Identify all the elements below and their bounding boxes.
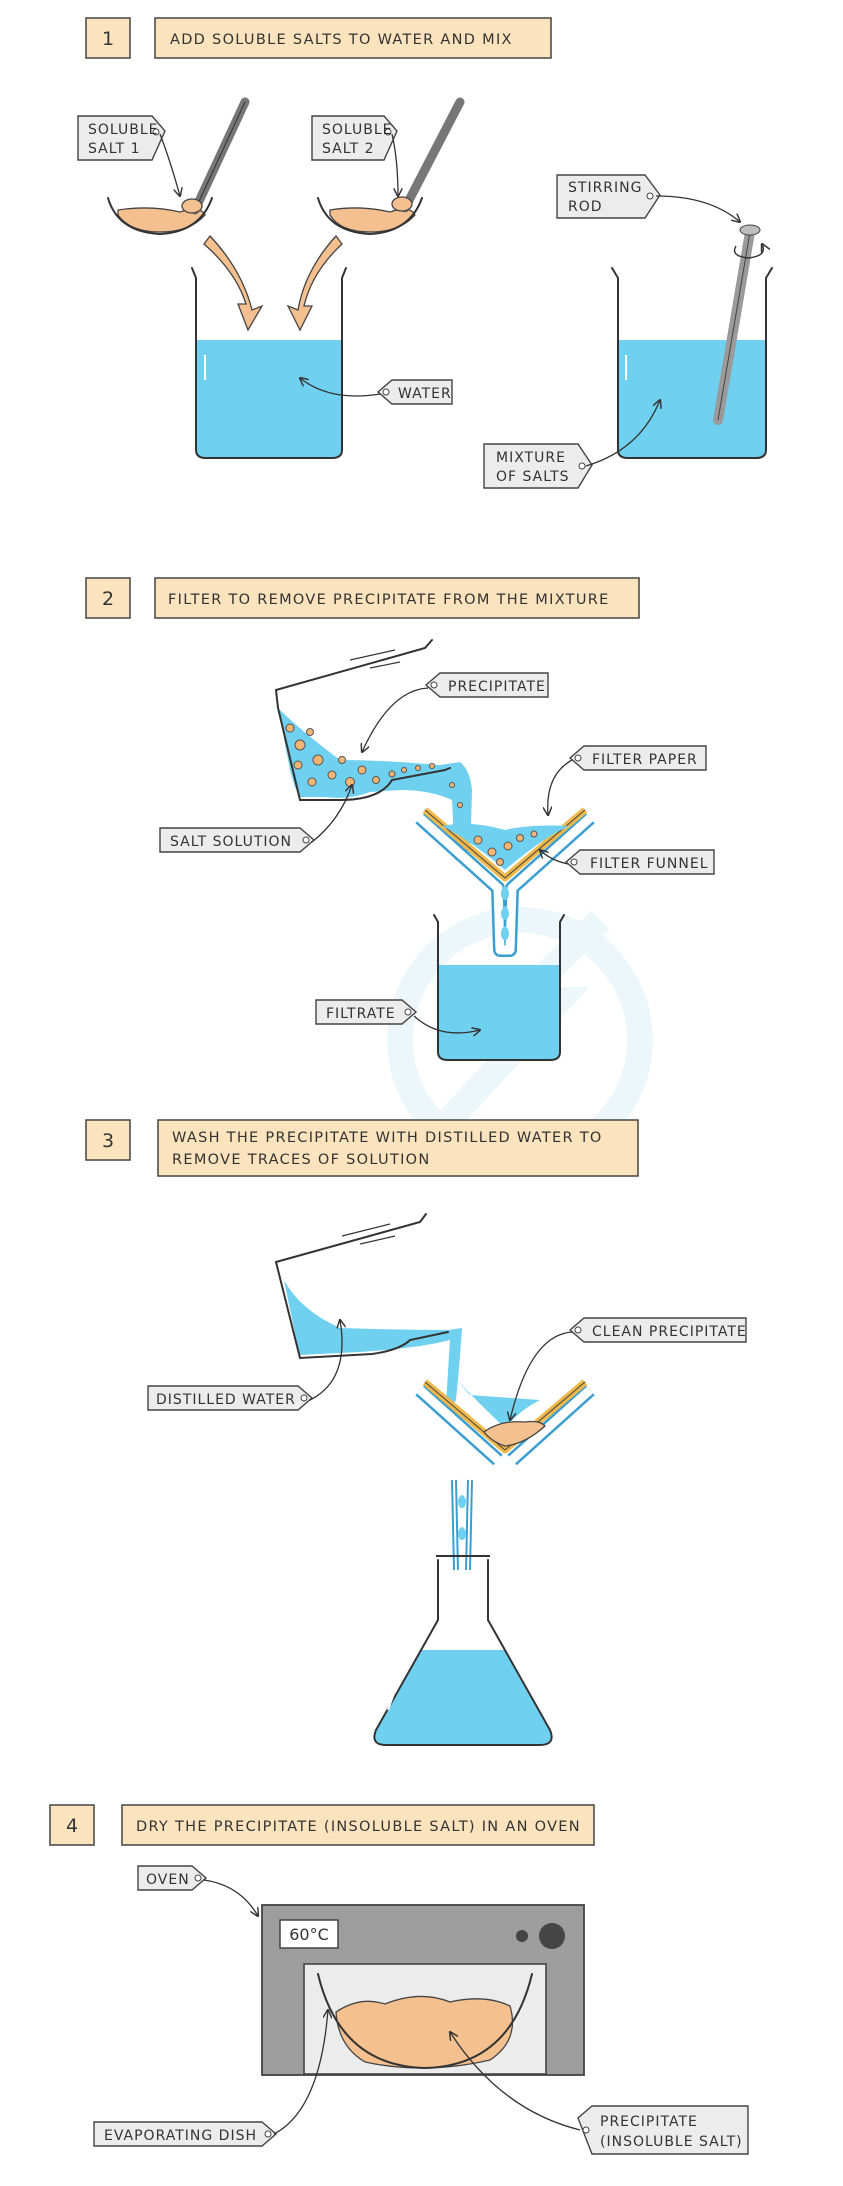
step-3-text-line2: REMOVE TRACES OF SOLUTION	[172, 1152, 431, 1168]
distilled-water-fill	[284, 1280, 462, 1420]
beaker-water	[191, 267, 347, 459]
pouring-beaker-2	[275, 1213, 462, 1420]
evaporating-dish-outline	[317, 1973, 533, 2070]
svg-text:SOLUBLE: SOLUBLE	[88, 122, 159, 138]
step-1-number-box	[85, 17, 131, 59]
svg-text:OF SALTS: OF SALTS	[496, 469, 570, 485]
conical-flask	[373, 1479, 553, 1746]
step-2-text: FILTER TO REMOVE PRECIPITATE FROM THE MI…	[168, 592, 610, 608]
pour-arrow-1	[203, 234, 264, 332]
label-clean-precipitate: CLEAN PRECIPITATE	[510, 1317, 747, 1420]
svg-text:OVEN: OVEN	[146, 1872, 190, 1888]
oven-knob-small[interactable]	[516, 1930, 528, 1942]
label-filter-funnel: FILTER FUNNEL	[540, 850, 715, 875]
label-soluble-salt-1: SOLUBLE SALT 1	[77, 115, 180, 196]
beaker-mixture	[611, 267, 773, 459]
step-2-header: 2 FILTER TO REMOVE PRECIPITATE FROM THE …	[85, 577, 640, 619]
dish-salt-1	[107, 97, 250, 236]
oven-temperature: 60°C	[289, 1925, 329, 1944]
step-4-number: 4	[66, 1815, 78, 1837]
pour-arrow-2	[286, 234, 343, 332]
label-distilled-water: DISTILLED WATER	[147, 1320, 342, 1411]
svg-text:(INSOLUBLE SALT): (INSOLUBLE SALT)	[600, 2134, 743, 2150]
salt-solution-fill	[278, 708, 472, 860]
svg-text:DISTILLED WATER: DISTILLED WATER	[156, 1392, 296, 1408]
dish-salt-2	[317, 97, 465, 236]
label-evaporating-dish: EVAPORATING DISH	[93, 2010, 328, 2147]
svg-text:PRECIPITATE: PRECIPITATE	[448, 679, 546, 695]
step-1-number: 1	[102, 28, 114, 50]
step-4-number-box	[49, 1804, 95, 1846]
step-4-header: 4 DRY THE PRECIPITATE (INSOLUBLE SALT) I…	[49, 1804, 595, 1846]
label-stirring-rod: STIRRING ROD	[556, 174, 740, 222]
step-3-number: 3	[102, 1130, 114, 1152]
filter-funnel-1	[415, 807, 595, 957]
svg-text:FILTER PAPER: FILTER PAPER	[592, 752, 698, 768]
svg-text:SALT 1: SALT 1	[88, 141, 141, 157]
svg-text:FILTER FUNNEL: FILTER FUNNEL	[590, 856, 709, 872]
label-precipitate: PRECIPITATE	[362, 672, 549, 752]
beaker-filtrate	[433, 914, 565, 1061]
label-mixture-of-salts: MIXTURE OF SALTS	[483, 400, 660, 489]
evaporating-dish	[317, 1973, 533, 2070]
beaker-pour-2-outline	[275, 1261, 449, 1360]
step-3-number-box	[85, 1119, 131, 1161]
step-3-header: 3 WASH THE PRECIPITATE WITH DISTILLED WA…	[85, 1119, 639, 1177]
step-4-text: DRY THE PRECIPITATE (INSOLUBLE SALT) IN …	[136, 1819, 581, 1835]
salt-1-pile	[117, 207, 206, 233]
svg-text:SOLUBLE: SOLUBLE	[322, 122, 393, 138]
step-3-text-line1: WASH THE PRECIPITATE WITH DISTILLED WATE…	[172, 1130, 603, 1146]
svg-text:SALT 2: SALT 2	[322, 141, 375, 157]
step-1-text: ADD SOLUBLE SALTS TO WATER AND MIX	[170, 32, 513, 48]
step-1-text-box	[154, 17, 552, 59]
svg-text:SALT SOLUTION: SALT SOLUTION	[170, 834, 292, 850]
svg-text:CLEAN PRECIPITATE: CLEAN PRECIPITATE	[592, 1324, 747, 1340]
step-2-text-box	[154, 577, 640, 619]
svg-text:FILTRATE: FILTRATE	[326, 1006, 396, 1022]
water-fill	[196, 340, 342, 458]
beaker-pour-1-outline	[275, 689, 451, 801]
svg-text:ROD: ROD	[568, 199, 603, 215]
label-filtrate: FILTRATE	[315, 999, 480, 1033]
step-3-text-box	[157, 1119, 639, 1177]
filtrate-fill	[438, 965, 560, 1060]
insoluble-salt-pile	[335, 1995, 514, 2069]
rotate-arrow-icon	[733, 244, 764, 259]
svg-text:WATER: WATER	[398, 386, 452, 402]
svg-text:STIRRING: STIRRING	[568, 180, 642, 196]
svg-text:PRECIPITATE: PRECIPITATE	[600, 2114, 698, 2130]
label-salt-solution: SALT SOLUTION	[159, 785, 352, 853]
filter-funnel-2	[415, 1370, 595, 1466]
label-filter-paper: FILTER PAPER	[548, 745, 707, 815]
beaker-outline	[191, 267, 347, 459]
oven-knob-large[interactable]	[539, 1923, 565, 1949]
stirring-rod[interactable]	[713, 224, 764, 425]
label-oven: OVEN	[137, 1865, 258, 1916]
svg-text:MIXTURE: MIXTURE	[496, 450, 566, 466]
clean-precipitate-pile	[483, 1420, 546, 1447]
precipitate-beads	[285, 723, 468, 852]
label-soluble-salt-2: SOLUBLE SALT 2	[311, 115, 398, 196]
pouring-beaker-1	[275, 639, 472, 860]
step-1-header: 1 ADD SOLUBLE SALTS TO WATER AND MIX	[85, 17, 552, 59]
step-4-text-box	[121, 1804, 595, 1846]
label-precipitate-insoluble: PRECIPITATE (INSOLUBLE SALT)	[450, 2032, 749, 2155]
dish-2-outline	[317, 197, 423, 236]
spatula-2	[400, 97, 465, 213]
dish-1-outline	[107, 197, 213, 236]
oven-display	[279, 1919, 339, 1949]
step-2-number: 2	[102, 588, 114, 610]
mixture-fill	[618, 340, 766, 458]
flask-water-fill	[374, 1650, 552, 1745]
step-2-number-box	[85, 577, 131, 619]
salt-2-pile	[329, 207, 416, 233]
label-water: WATER	[300, 378, 453, 405]
svg-text:EVAPORATING DISH: EVAPORATING DISH	[104, 2128, 257, 2144]
